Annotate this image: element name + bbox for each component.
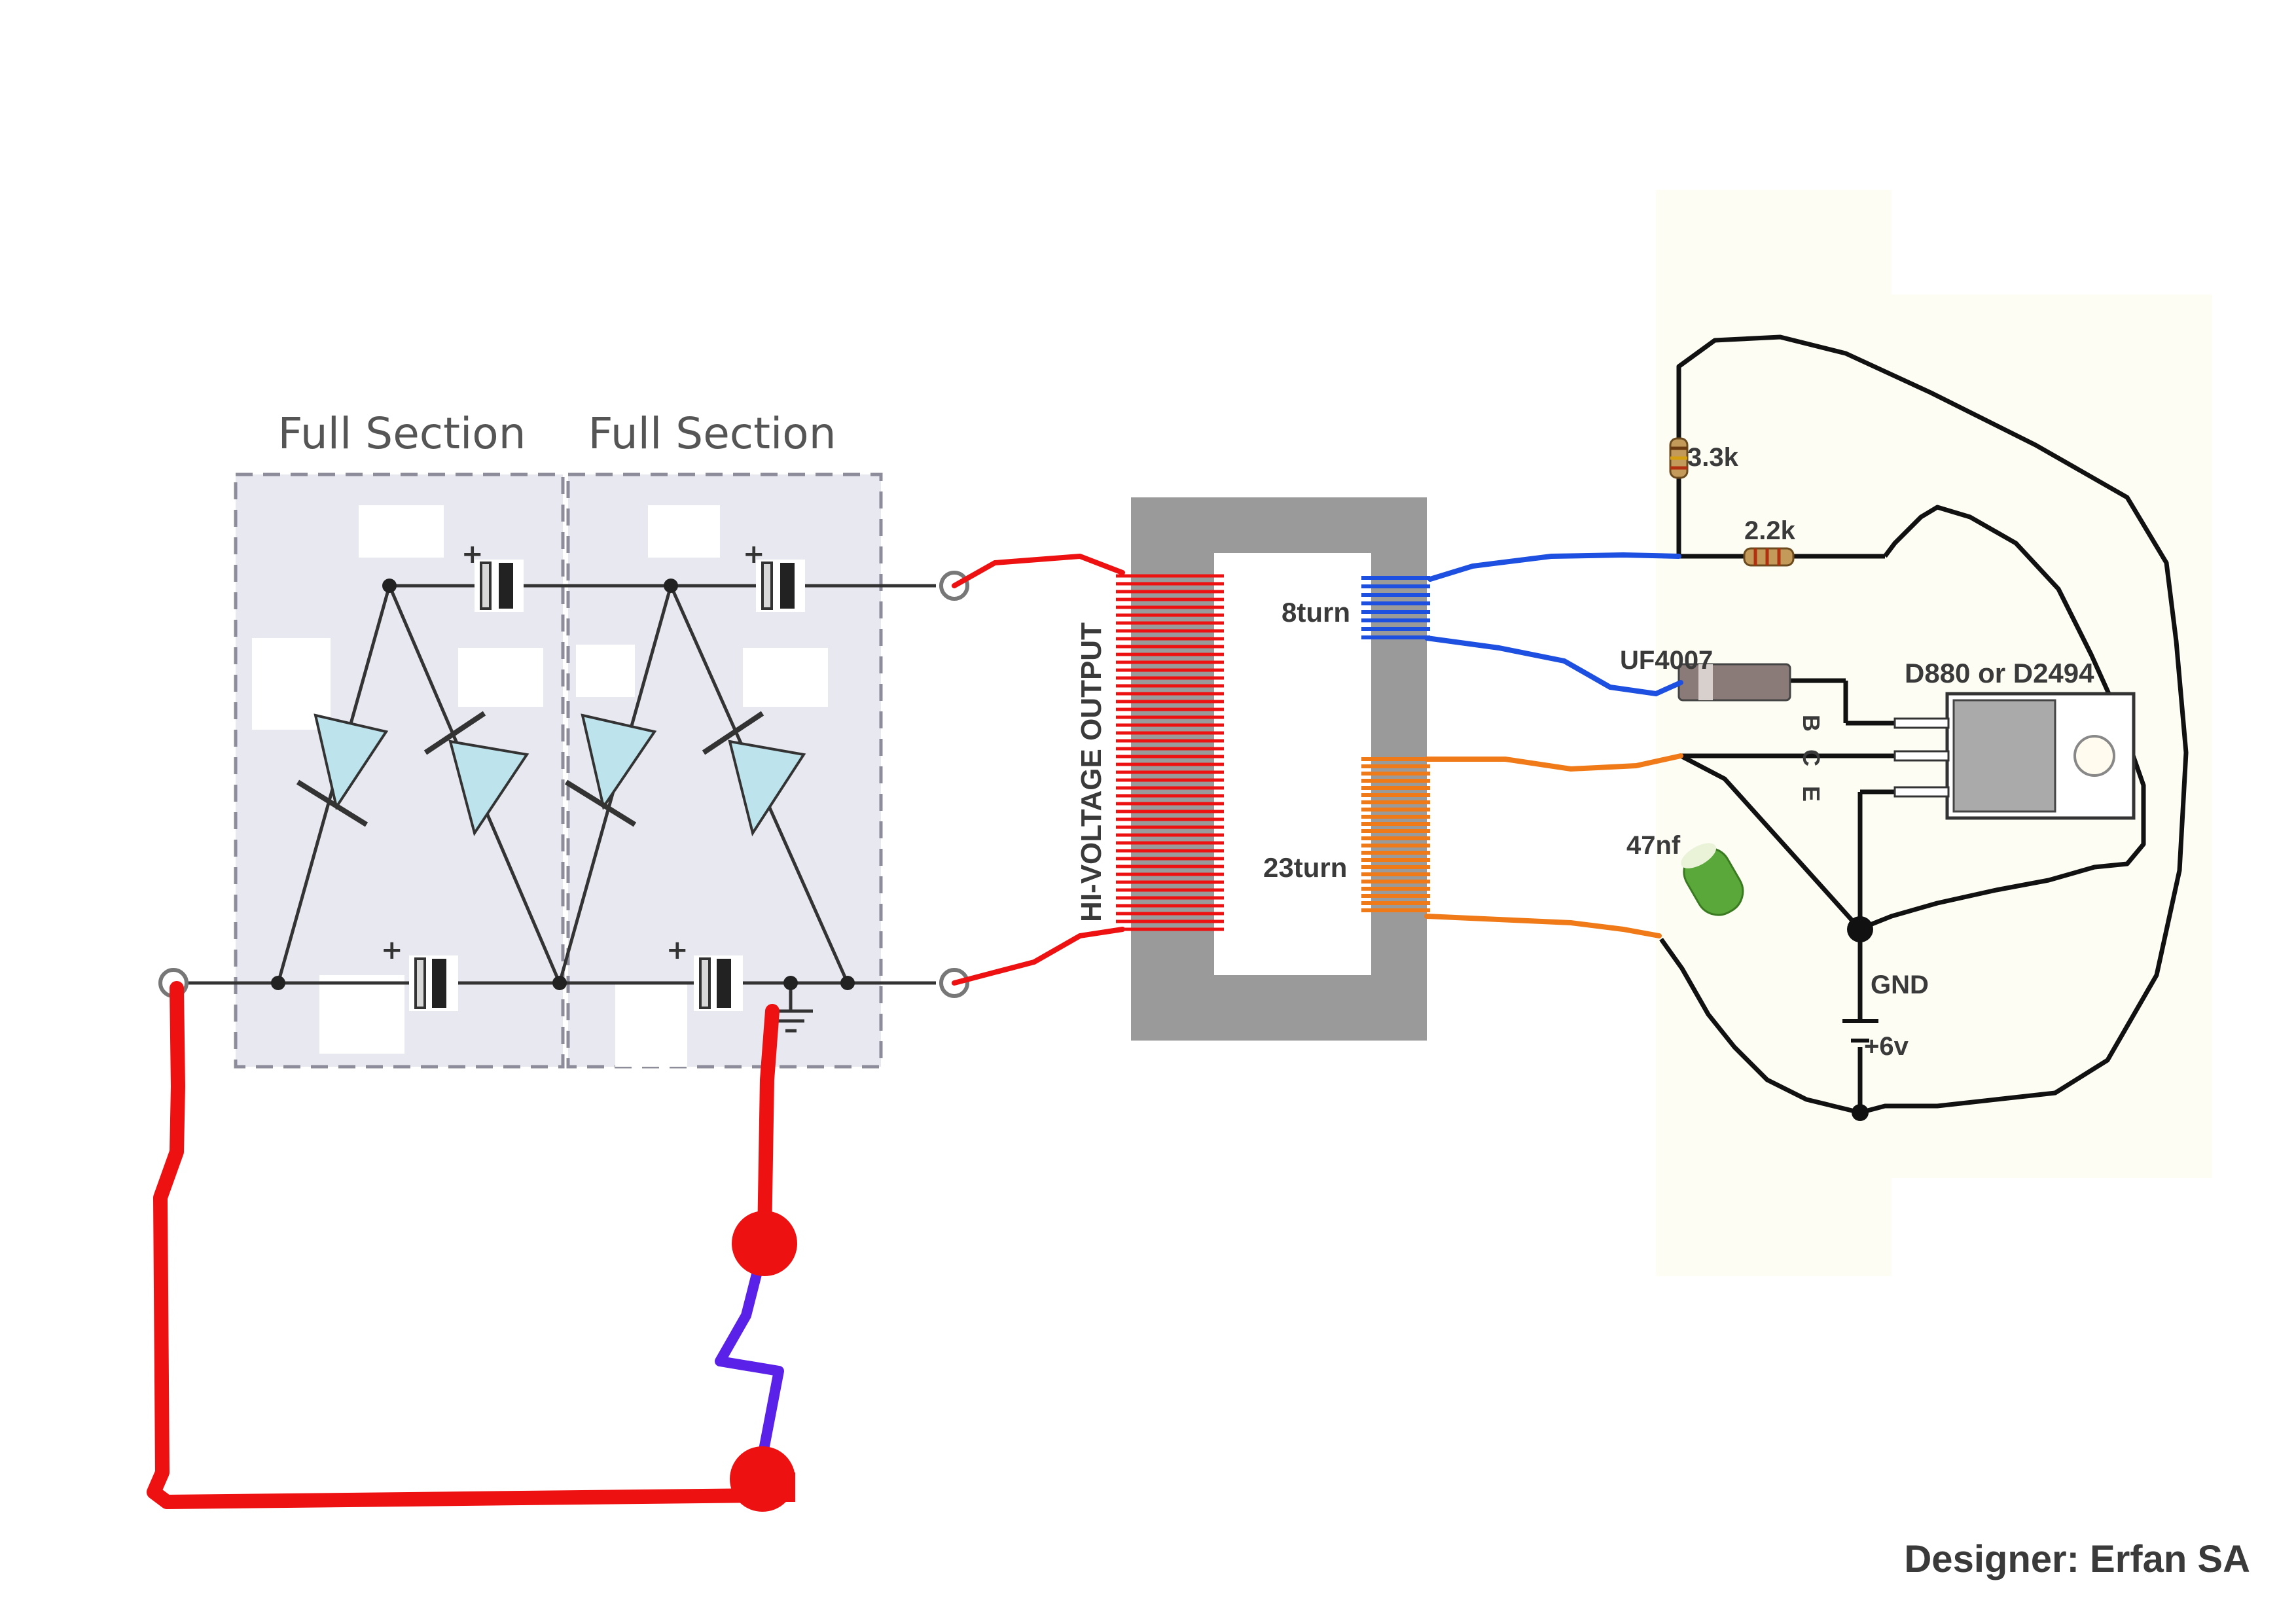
- diode-uf4007: [1677, 663, 1791, 702]
- oscillator-wires: [1676, 366, 1895, 1113]
- winding-leads: [1424, 552, 1683, 938]
- capacitor-bottom-2: +: [666, 935, 743, 1011]
- label-pin-e: E: [1798, 786, 1825, 802]
- hv-output-label: HI-VOLTAGE OUTPUT: [1075, 622, 1107, 922]
- designer-credit: Designer: Erfan SA: [1904, 1538, 2250, 1580]
- label-gnd: GND: [1871, 971, 1929, 999]
- section-label-2: Full Section: [588, 408, 836, 459]
- hv-secondary-winding: [1116, 574, 1224, 931]
- capacitor-47nf: [1681, 843, 1744, 916]
- resistor-2-2k: [1743, 547, 1795, 567]
- spark-electrode-top: [732, 1211, 797, 1276]
- junction-dots: [271, 579, 855, 990]
- capacitor-bottom-1: +: [381, 935, 458, 1011]
- section-label-1: Full Section: [278, 408, 526, 459]
- svg-text:+: +: [381, 935, 403, 965]
- label-47nf: 47nf: [1626, 831, 1681, 860]
- label-6v: +6v: [1864, 1032, 1909, 1061]
- capacitor-top-1: +: [461, 539, 524, 612]
- svg-text:+: +: [666, 935, 689, 965]
- label-2-2k: 2.2k: [1744, 516, 1796, 545]
- osc-junctions: [1847, 916, 1873, 1121]
- battery: [1842, 1019, 1878, 1043]
- capacitor-top-2: +: [743, 539, 805, 612]
- diode-3: [564, 713, 657, 827]
- svg-text:+: +: [461, 539, 484, 569]
- voltage-multiplier: Full Section Full Section: [158, 408, 969, 1069]
- transistor-d880: [1893, 692, 2136, 820]
- label-pin-c: C: [1798, 749, 1825, 766]
- primary-turns-label: 8turn: [1282, 597, 1350, 628]
- label-uf4007: UF4007: [1620, 646, 1713, 675]
- resistor-3-3k: [1669, 437, 1689, 479]
- spark-electrode-base: [762, 1472, 795, 1502]
- feedback-winding: [1361, 757, 1430, 912]
- diode-4: [702, 711, 806, 836]
- svg-text:+: +: [743, 539, 765, 569]
- diode-2: [423, 711, 529, 836]
- oscillator-circuit: 3.3k 2.2k UF4007 D880 or D2494 B C E 47n…: [1424, 190, 2212, 1276]
- label-3-3k: 3.3k: [1687, 443, 1739, 472]
- primary-winding: [1361, 576, 1430, 639]
- diode-1: [296, 713, 389, 827]
- label-pin-b: B: [1798, 715, 1825, 732]
- diodes: [296, 711, 806, 836]
- label-patches: [252, 505, 828, 1067]
- transformer: HI-VOLTAGE OUTPUT 8turn 23turn: [1075, 497, 1430, 1041]
- feedback-turns-label: 23turn: [1263, 852, 1347, 883]
- label-transistor: D880 or D2494: [1905, 658, 2094, 688]
